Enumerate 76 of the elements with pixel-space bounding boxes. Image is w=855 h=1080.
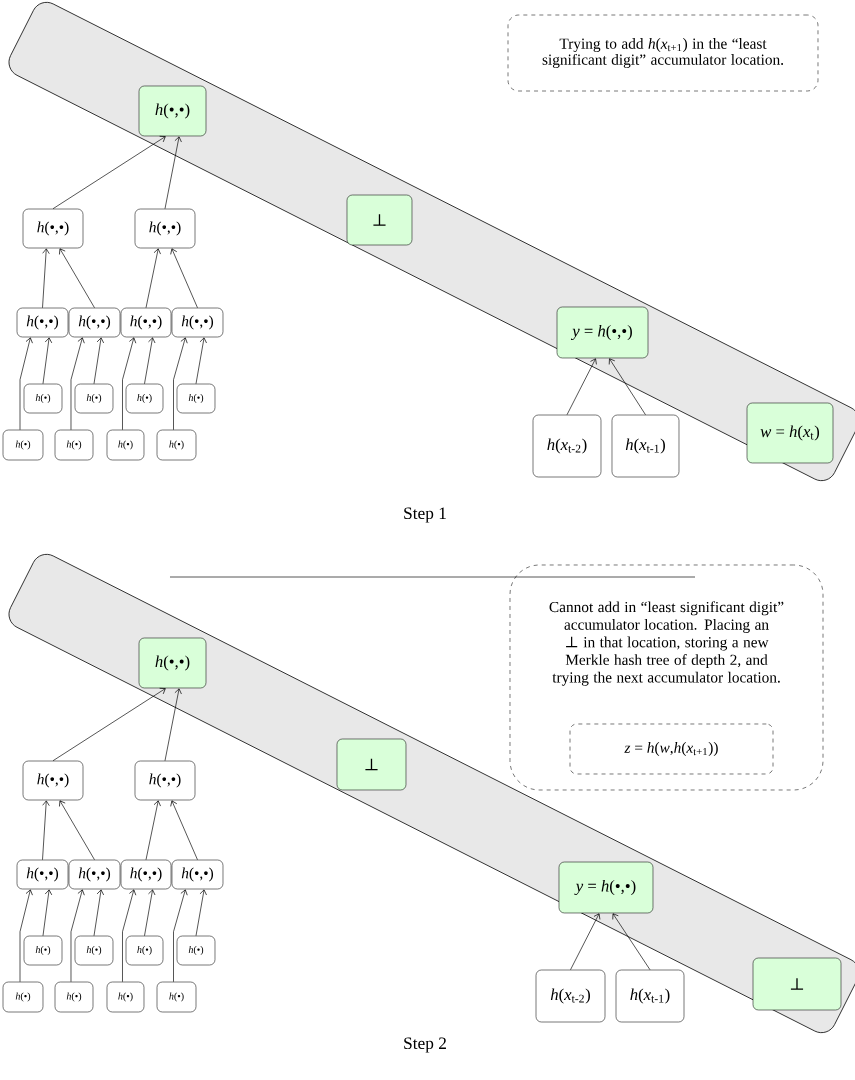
hash-box: h(•) [54,981,94,1013]
accumulator-box: w = h(x$_{t}$) [746,402,834,464]
arrow [164,688,182,762]
hash-box: h(•) [74,935,114,966]
arrow [59,248,95,309]
hash-box: h(•) [176,935,216,966]
step-label: Step 1 [404,507,446,523]
arrow [42,248,50,309]
hash-box: h(•) [23,383,63,414]
hash-box: h(•,•) [120,859,172,890]
hash-box: h(x$_{t-2}$) [532,414,602,478]
arrow [19,889,33,983]
arrow [170,248,198,309]
accumulator-box: h(•,•) [138,85,207,137]
arrow [195,889,207,937]
hash-box: h(•) [2,429,44,461]
accumulator-box: h(•,•) [138,637,207,689]
hash-box: h(x$_{t-2}$) [535,969,606,1023]
arrow [42,889,53,937]
arrow [566,358,597,416]
hash-box: h(x$_{t-1}$) [611,414,680,478]
arrow [19,337,33,431]
hash-box: h(•,•) [171,307,224,338]
arrow [52,687,166,762]
arrow [145,800,161,861]
accumulator-box: y = h(•,•) [558,861,654,914]
arrow [195,337,207,385]
hash-box: h(•) [125,383,164,414]
arrow [42,337,53,385]
hash-box: h(•,•) [22,208,84,249]
hash-box: h(•,•) [16,307,69,338]
hash-box: h(•,•) [171,859,224,890]
hash-box: h(•,•) [68,859,121,890]
arrow [122,337,137,431]
arrow [612,913,651,971]
accumulator-box: y = h(•,•) [556,306,649,359]
hash-box: h(•) [54,429,94,461]
hash-box: h(•,•) [16,859,69,890]
hash-box: h(•,•) [68,307,121,338]
arrow [93,889,104,937]
arrow [59,800,95,861]
accumulator-box: ⊥ [336,738,407,791]
hash-box: h(•,•) [22,760,84,801]
arrow [570,913,601,971]
arrow [93,337,104,385]
accumulator-box: ⊥ [346,194,413,246]
hash-box: h(•) [2,981,44,1013]
hash-box: h(•) [106,429,145,461]
arrow [164,136,182,210]
hash-box: h(•) [106,981,145,1013]
accumulator-box: ⊥ [752,957,842,1011]
hash-box: h(•,•) [134,208,196,249]
arrow [173,889,188,983]
hash-box: h(•) [74,383,114,414]
arrow [122,889,137,983]
formula-box: z = h(w,h(x$_{t+1}$)) [569,723,774,775]
hash-box: h(•,•) [120,307,172,338]
arrow [145,248,161,309]
step-label: Step 2 [404,1037,446,1053]
arrow [42,800,50,861]
note-box: Trying to add h(x$_{t+1}$) in the “least significant digit” accumulator location. [507,14,819,92]
arrow [52,135,166,210]
hash-box: h(x$_{t-1}$) [615,969,685,1023]
arrow [173,337,188,431]
arrow [144,889,156,937]
arrow [70,337,85,431]
arrow [608,358,646,416]
arrow [70,889,85,983]
hash-box: h(•) [156,429,197,461]
hash-box: h(•,•) [134,760,196,801]
arrow [170,800,198,861]
hash-box: h(•) [23,935,63,966]
hash-box: h(•) [176,383,216,414]
arrow [144,337,156,385]
hash-box: h(•) [125,935,164,966]
hash-box: h(•) [156,981,197,1013]
